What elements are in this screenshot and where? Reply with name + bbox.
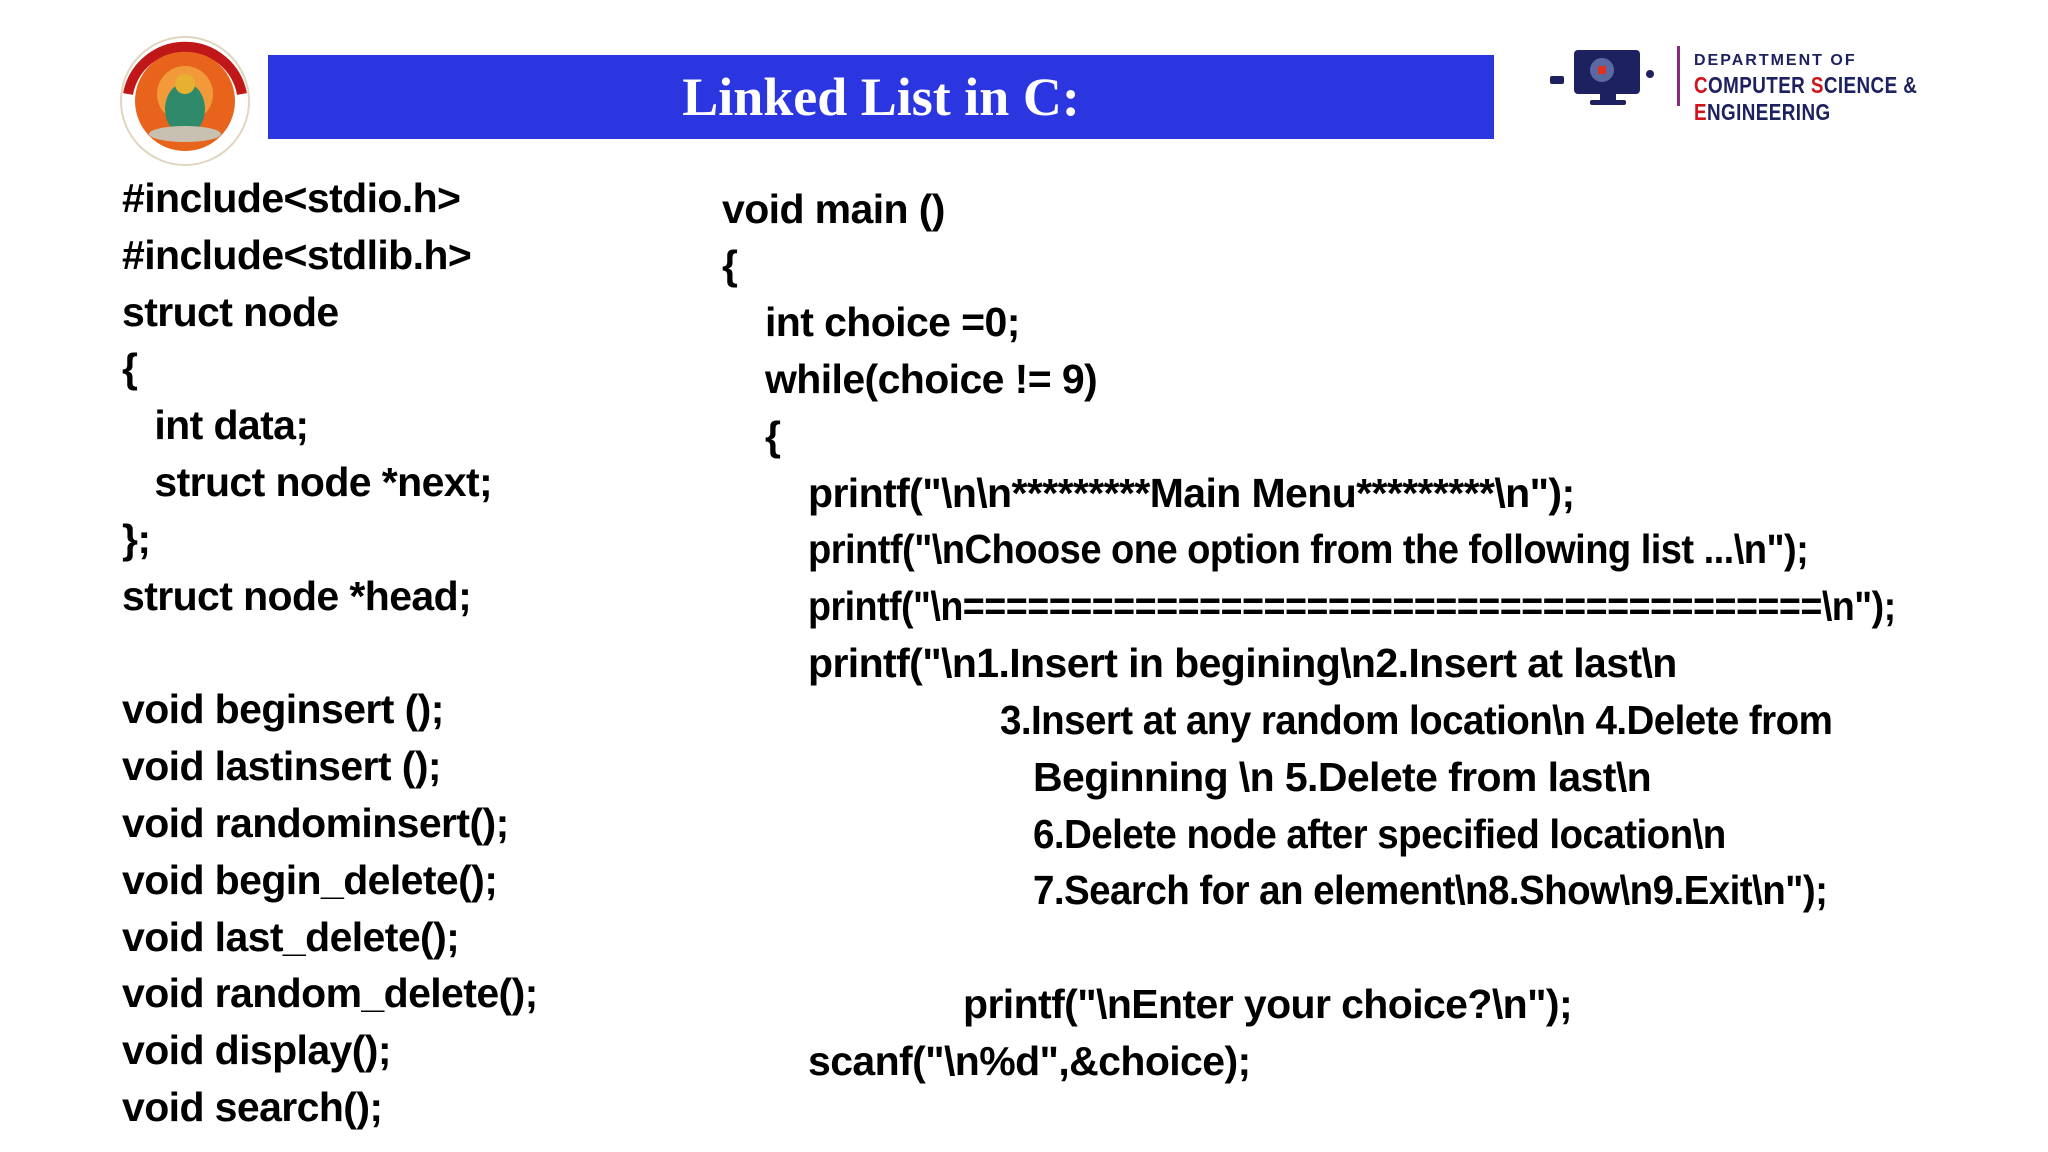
code-line: scanf("\n%d",&choice); (808, 1038, 1251, 1084)
code-line: }; (122, 516, 151, 562)
code-line: { (765, 413, 781, 459)
code-line: #include<stdio.h> (122, 175, 461, 221)
code-line: Beginning \n 5.Delete from last\n (1033, 754, 1652, 800)
college-logo (118, 34, 252, 168)
code-line: void display(); (122, 1027, 392, 1073)
slide-title: Linked List in C: (682, 67, 1080, 127)
code-line: void random_delete(); (122, 970, 538, 1016)
code-line: void beginsert (); (122, 686, 444, 732)
code-line: 6.Delete node after specified location\n (1033, 811, 1726, 857)
code-line: printf("\nChoose one option from the fol… (808, 526, 1809, 572)
code-line: void randominsert(); (122, 800, 509, 846)
code-line: while(choice != 9) (765, 356, 1098, 402)
code-line: { (722, 242, 738, 288)
logo-divider (1677, 46, 1680, 106)
code-line: 7.Search for an element\n8.Show\n9.Exit\… (1033, 867, 1828, 913)
code-line: void lastinsert (); (122, 743, 442, 789)
code-line: void begin_delete(); (122, 857, 498, 903)
title-banner: Linked List in C: (268, 55, 1494, 139)
code-line: int choice =0; (765, 299, 1020, 345)
code-line: { (122, 345, 138, 391)
department-label: DEPARTMENT OF (1694, 52, 1857, 69)
code-line: printf("\nEnter your choice?\n"); (963, 981, 1573, 1027)
code-line: int data; (122, 402, 309, 448)
code-line: printf("\n\n*********Main Menu*********\… (808, 470, 1575, 516)
code-line: printf("\n==============================… (808, 583, 1896, 629)
code-line: void search(); (122, 1084, 383, 1130)
code-line: void main () (722, 186, 945, 232)
code-line: void last_delete(); (122, 914, 460, 960)
code-line: 3.Insert at any random location\n 4.Dele… (1000, 697, 1833, 743)
code-line: struct node *head; (122, 573, 472, 619)
code-line: printf("\n1.Insert in begining\n2.Insert… (808, 640, 1677, 686)
code-line: #include<stdlib.h> (122, 232, 472, 278)
code-line: struct node (122, 289, 339, 335)
department-name: COMPUTER SCIENCE & ENGINEERING (1694, 72, 1918, 125)
code-line: struct node *next; (122, 459, 493, 505)
